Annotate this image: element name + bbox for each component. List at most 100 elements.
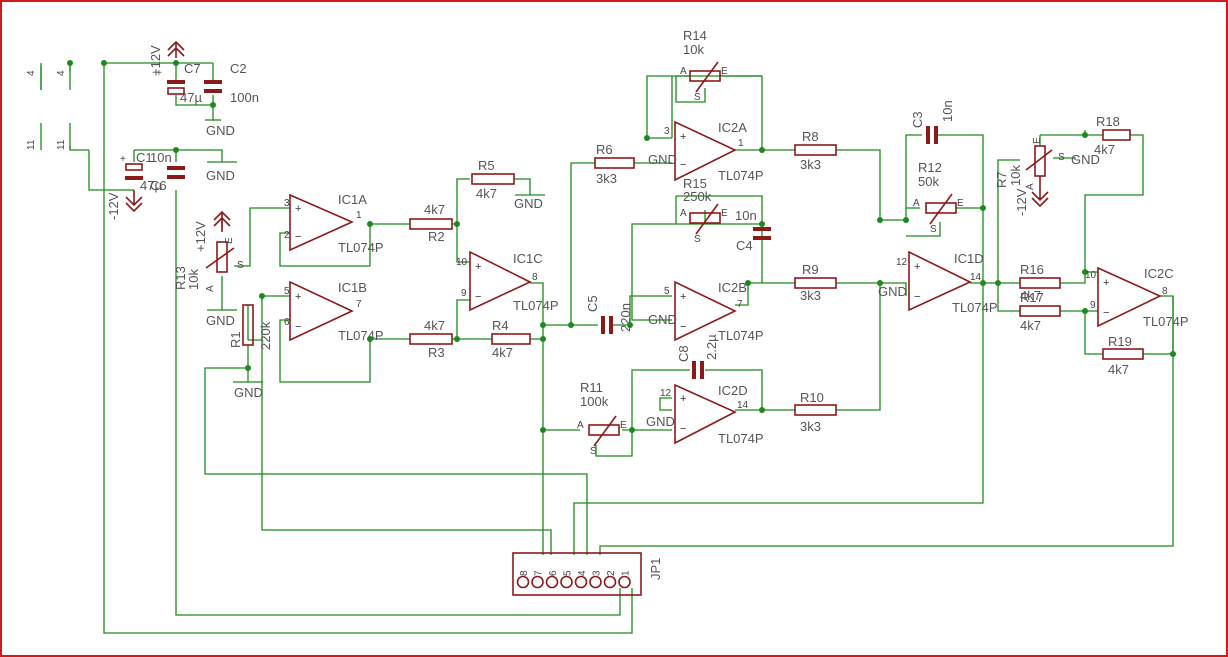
svg-text:1: 1: [738, 138, 744, 149]
svg-text:11: 11: [56, 139, 67, 150]
svg-text:A: A: [577, 420, 584, 431]
svg-text:3: 3: [664, 126, 670, 137]
svg-text:3k3: 3k3: [800, 288, 821, 303]
opamp-ic2b: + − IC2B TL074P 5 7 GND: [648, 280, 764, 343]
svg-text:GND: GND: [206, 168, 235, 183]
svg-text:11: 11: [26, 139, 37, 150]
svg-text:10n: 10n: [150, 150, 172, 165]
resistors: 4k7 R2 4k7 R3 R4 4k7 R5 4k7 R6 3k3 R8 3k…: [228, 114, 1144, 434]
opamp-ic1a: + − IC1A TL074P 3 2 1: [284, 192, 384, 255]
svg-text:C8: C8: [676, 345, 691, 362]
svg-text:GND: GND: [648, 152, 677, 167]
svg-text:E: E: [721, 208, 728, 219]
svg-text:−: −: [1103, 307, 1109, 319]
jp1-pin-7: [531, 575, 544, 589]
svg-text:R18: R18: [1096, 114, 1120, 129]
svg-text:7: 7: [737, 299, 743, 310]
svg-text:GND: GND: [648, 312, 677, 327]
svg-text:R2: R2: [428, 229, 445, 244]
svg-text:10: 10: [456, 257, 468, 268]
ic2b-type: TL074P: [718, 328, 764, 343]
ic1a-label: IC1A: [338, 192, 367, 207]
svg-text:10n: 10n: [735, 208, 757, 223]
jp1-pin-label: 7: [534, 570, 545, 576]
svg-text:R8: R8: [802, 129, 819, 144]
svg-text:−: −: [680, 159, 686, 171]
svg-text:4k7: 4k7: [424, 202, 445, 217]
svg-text:GND: GND: [234, 385, 263, 400]
svg-text:6: 6: [284, 317, 290, 328]
opamp-ic2a: + − IC2A TL074P 3 1 GND: [648, 120, 764, 183]
jp1-pin-label: 1: [621, 570, 632, 576]
svg-text:+: +: [680, 291, 686, 303]
svg-text:+: +: [680, 393, 686, 405]
svg-text:10k: 10k: [683, 42, 704, 57]
svg-text:8: 8: [532, 272, 538, 283]
ic1d-label: IC1D: [954, 251, 984, 266]
ic2b-label: IC2B: [718, 280, 747, 295]
svg-text:8: 8: [1162, 286, 1168, 297]
jp1-pin-6: [545, 575, 559, 589]
svg-text:220k: 220k: [258, 321, 273, 350]
potentiometers: R14 10k A E S R15 250k A E S R11 100k A …: [173, 28, 1100, 457]
junctions: [67, 60, 1176, 433]
svg-text:4k7: 4k7: [492, 345, 513, 360]
svg-text:GND: GND: [646, 414, 675, 429]
svg-text:14: 14: [737, 400, 749, 411]
svg-text:S: S: [237, 260, 244, 271]
svg-text:1: 1: [356, 210, 362, 221]
ic2c-type: TL074P: [1143, 314, 1189, 329]
svg-text:4: 4: [26, 70, 37, 76]
svg-text:R11: R11: [580, 380, 603, 395]
svg-text:C3: C3: [910, 111, 925, 128]
svg-text:+: +: [680, 131, 686, 143]
svg-text:E: E: [620, 420, 627, 431]
opamp-ic1b: + − IC1B TL074P 5 6 7: [284, 280, 384, 343]
ic2a-label: IC2A: [718, 120, 747, 135]
svg-text:C4: C4: [736, 238, 753, 253]
opamp-ic2c: + − IC2C TL074P 10 9 8: [1085, 266, 1189, 329]
opamp-ic1c: + − IC1C TL074P 10 9 8: [456, 250, 559, 313]
ic2d-type: TL074P: [718, 431, 764, 446]
ic1a-type: TL074P: [338, 240, 384, 255]
svg-text:9: 9: [461, 288, 467, 299]
svg-text:GND: GND: [206, 123, 235, 138]
svg-text:4k7: 4k7: [1020, 288, 1041, 303]
ic2a-type: TL074P: [718, 168, 764, 183]
svg-text:GND: GND: [206, 313, 235, 328]
svg-text:A: A: [913, 198, 920, 209]
svg-text:R12: R12: [918, 160, 942, 175]
svg-text:E: E: [224, 237, 235, 244]
jp1-pin-label: 3: [592, 570, 603, 576]
svg-text:4k7: 4k7: [476, 186, 497, 201]
svg-text:3k3: 3k3: [800, 157, 821, 172]
ic1d-type: TL074P: [952, 300, 998, 315]
svg-text:2: 2: [284, 230, 290, 241]
svg-text:4k7: 4k7: [1108, 362, 1129, 377]
power-connector-pins: 4 4 11 11: [26, 66, 71, 150]
svg-text:47µ: 47µ: [180, 90, 202, 105]
svg-text:−: −: [914, 291, 920, 303]
jp1-pin-label: 2: [606, 570, 617, 576]
svg-text:GND: GND: [514, 196, 543, 211]
svg-text:R7: R7: [994, 171, 1009, 188]
svg-text:R6: R6: [596, 142, 613, 157]
svg-text:C1: C1: [136, 150, 153, 165]
jp1-pin-label: 4: [577, 570, 588, 576]
power-symbols: +12V -12V +12V -12V GND GND GND GND GND: [106, 40, 1049, 400]
svg-text:10n: 10n: [940, 100, 955, 122]
svg-text:R17: R17: [1020, 290, 1044, 305]
ic1b-label: IC1B: [338, 280, 367, 295]
svg-text:−: −: [295, 231, 301, 243]
svg-text:−: −: [680, 321, 686, 333]
svg-text:100k: 100k: [580, 394, 609, 409]
svg-text:+12V: +12V: [148, 45, 163, 76]
svg-text:R4: R4: [492, 318, 509, 333]
opamp-ic1d: + − IC1D TL074P 12 14 GND: [878, 250, 998, 315]
svg-text:-12V: -12V: [106, 192, 121, 220]
svg-text:S: S: [930, 224, 937, 235]
jp1-pin-4: [574, 575, 588, 589]
svg-text:12: 12: [660, 388, 672, 399]
